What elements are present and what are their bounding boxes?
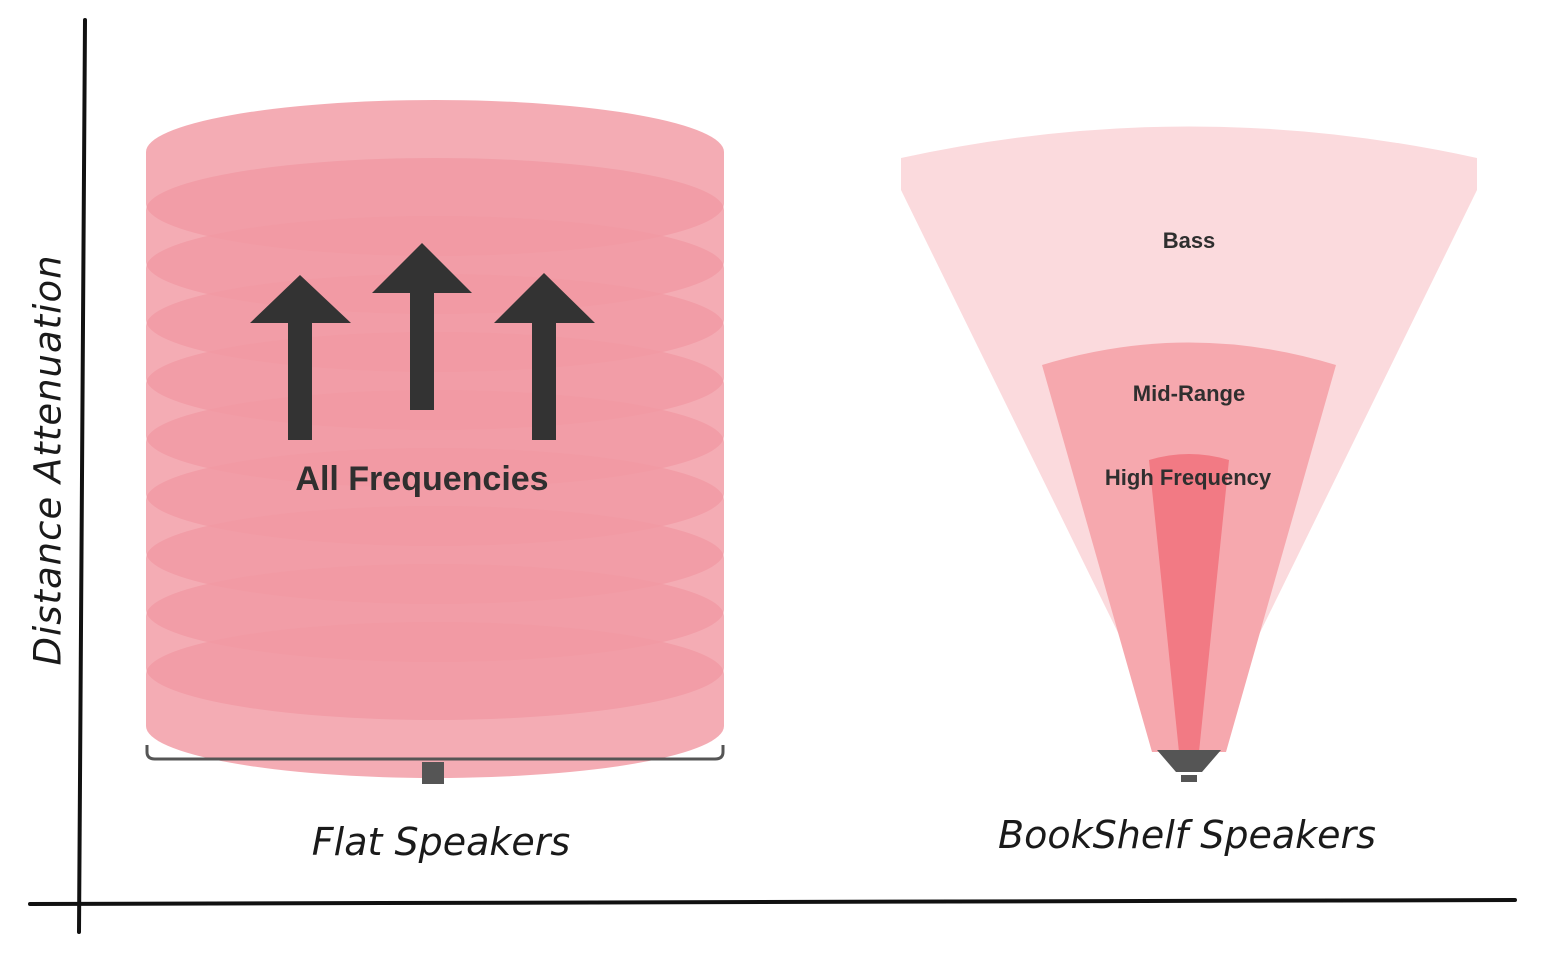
x-axis xyxy=(28,898,1517,906)
arrow-up-left xyxy=(250,275,351,440)
arrow-up-right xyxy=(494,273,595,440)
flat-speaker-stand xyxy=(422,762,444,784)
y-axis xyxy=(77,18,87,934)
flat-speakers-label: Flat Speakers xyxy=(311,820,571,864)
arrow-up-center xyxy=(372,243,472,410)
frequency-arrows xyxy=(250,243,595,440)
high-frequency-cone xyxy=(1149,454,1229,752)
bookshelf-speaker-driver xyxy=(1157,750,1221,772)
y-axis-label: Distance Attenuation xyxy=(26,254,70,666)
bookshelf-cones xyxy=(901,126,1477,755)
flat-speaker-wave-stack xyxy=(146,100,724,778)
flat-speaker-panel xyxy=(145,745,725,761)
bass-label: Bass xyxy=(1162,228,1216,253)
high-frequency-label: High Frequency xyxy=(1104,465,1272,490)
bookshelf-speaker-magnet xyxy=(1181,775,1197,782)
bookshelf-speakers-label: BookShelf Speakers xyxy=(998,813,1376,857)
mid-range-label: Mid-Range xyxy=(1132,381,1246,406)
all-frequencies-label: All Frequencies xyxy=(295,460,549,498)
wave-disc xyxy=(146,622,724,778)
